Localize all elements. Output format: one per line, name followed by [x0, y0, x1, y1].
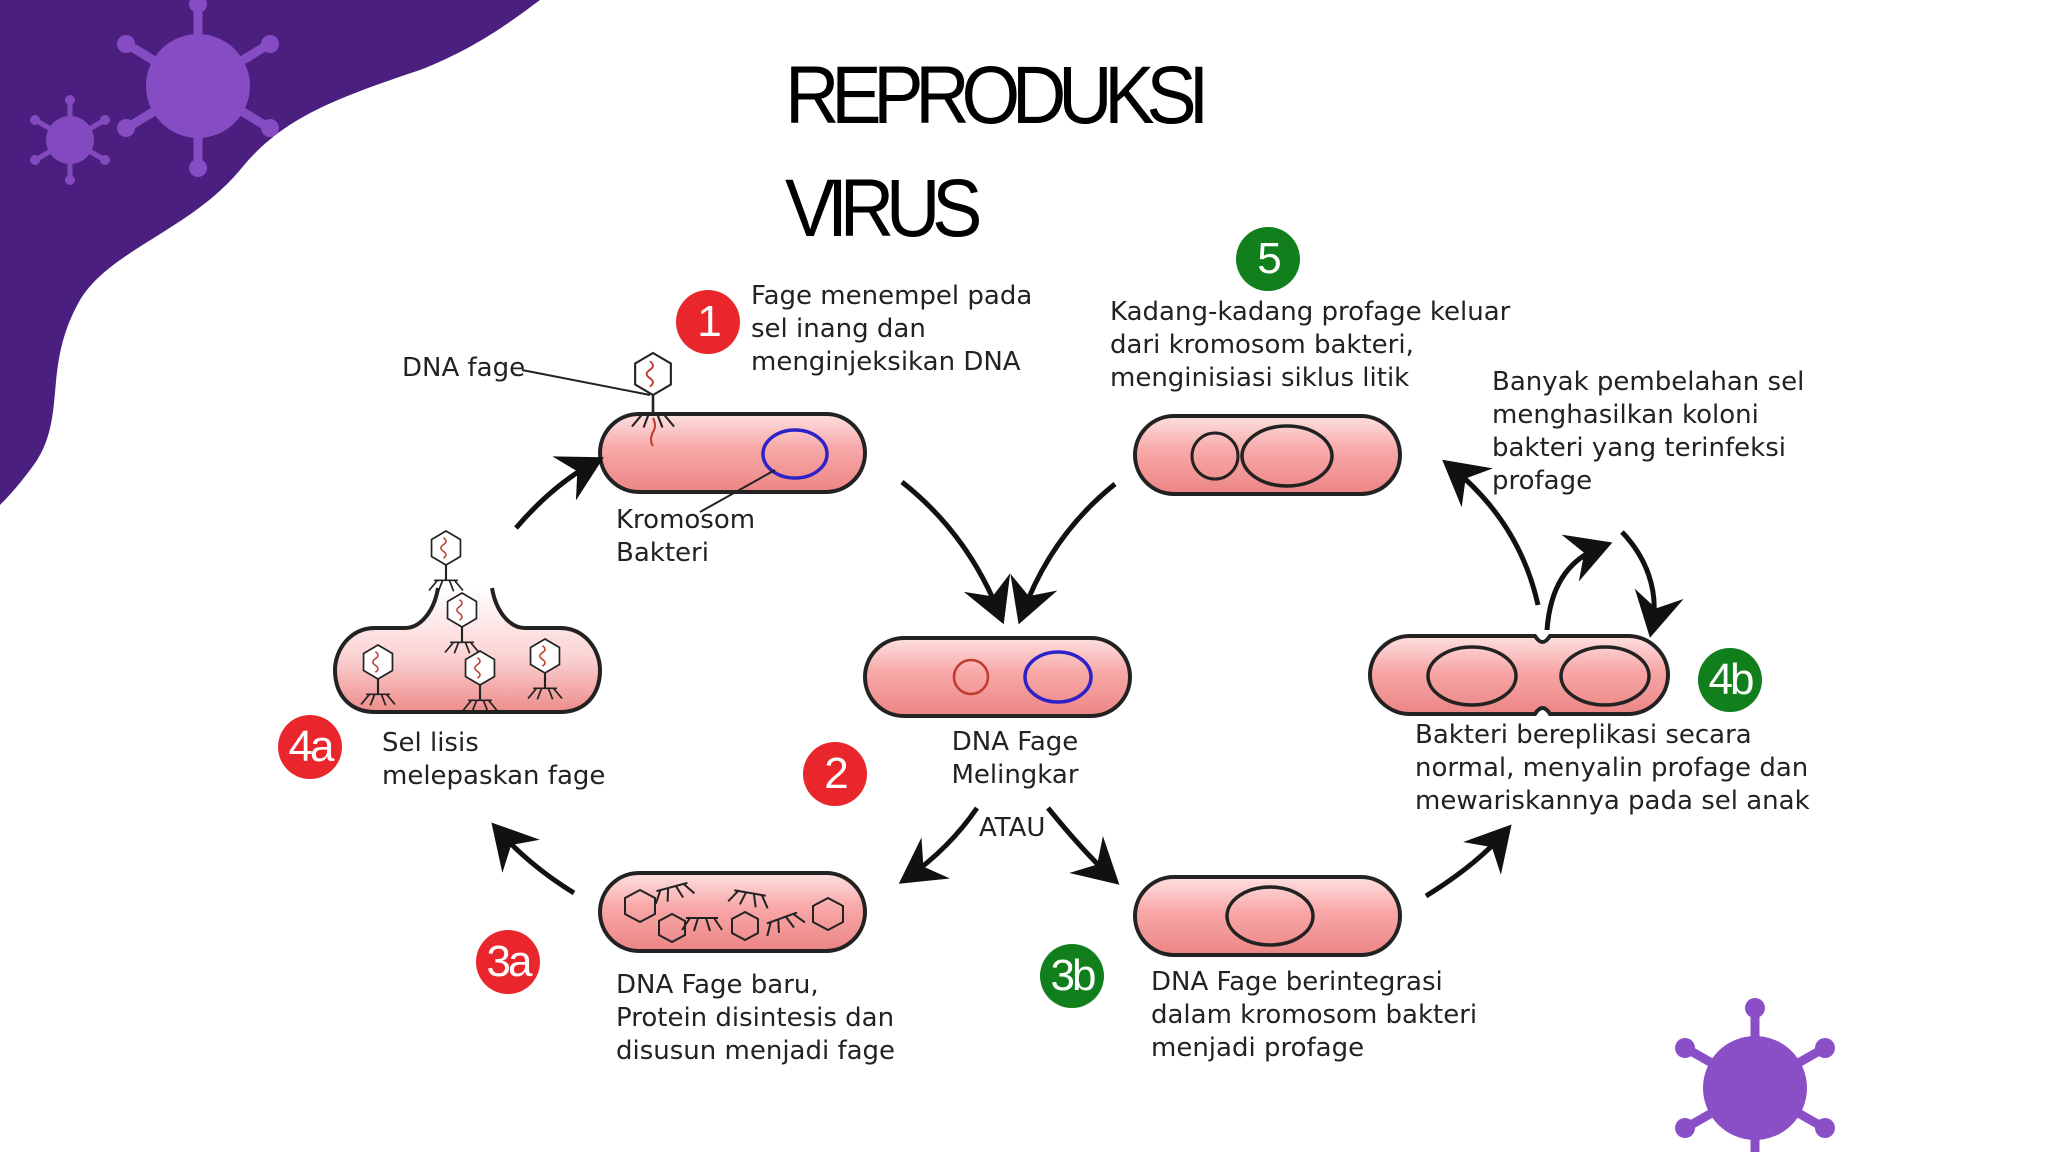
step-2-badge: 2 [803, 742, 867, 806]
step-5-badge: 5 [1236, 227, 1300, 291]
step-4b-badge: 4b [1698, 648, 1762, 712]
step-3b-badge: 3b [1040, 944, 1104, 1008]
kromosom-pointer [699, 469, 776, 513]
virus-icon-small [30, 95, 110, 185]
page-title-line-1: REPRODUKSI [785, 50, 1209, 141]
dna-fage-pointer [521, 369, 651, 396]
step-1-badge: 1 [676, 290, 740, 354]
bacterium-cell-3b [1133, 875, 1402, 957]
bacterium-cell-1 [598, 351, 867, 494]
corner-blob [0, 0, 540, 505]
bacterium-cell-5 [1133, 414, 1402, 496]
virus-icon-bottom-right [1675, 998, 1835, 1152]
bacterium-cell-3a [598, 871, 867, 953]
virus-icon-large [117, 0, 279, 177]
bacterium-cell-4a-lysing [332, 529, 603, 714]
atau-label: ATAU [979, 813, 1046, 843]
bacterium-cell-2 [863, 636, 1132, 718]
step-4a-badge: 4a [278, 715, 342, 779]
bacterium-cell-4b-dividing [1367, 634, 1671, 716]
page-title-line-2: VIRUS [785, 163, 982, 254]
dna-fage-label: DNA fage [402, 353, 526, 383]
step-3a-badge: 3a [476, 930, 540, 994]
cycle-arrows [491, 456, 1684, 899]
